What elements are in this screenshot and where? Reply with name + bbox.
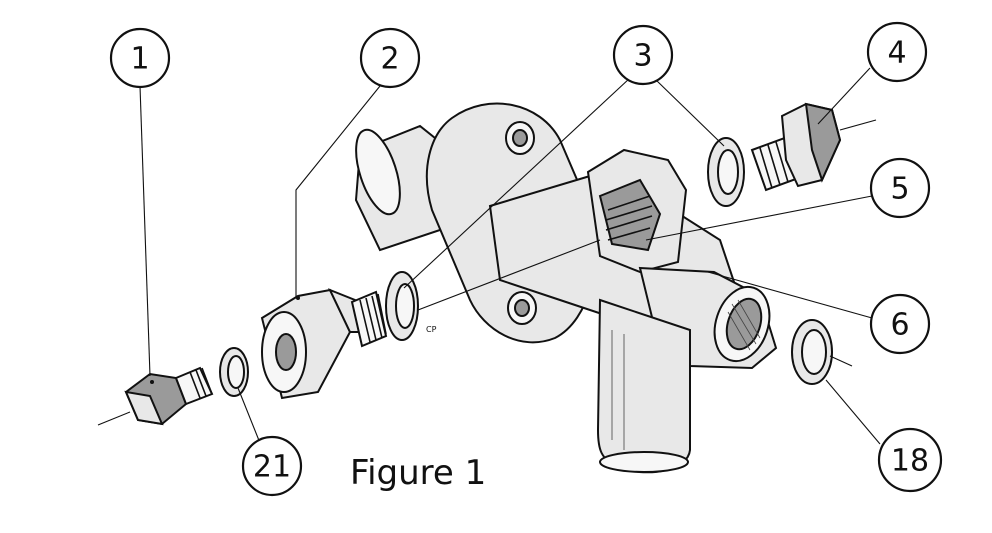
part-21-washer xyxy=(219,347,249,397)
leader-lines xyxy=(139,67,881,449)
part-3-washer-left: CP xyxy=(385,271,437,341)
svg-text:21: 21 xyxy=(253,450,291,485)
part-18-washer xyxy=(791,319,853,385)
svg-text:3: 3 xyxy=(633,39,652,74)
callout-5: 5 xyxy=(869,157,931,219)
svg-text:6: 6 xyxy=(890,308,909,343)
callout-3: 3 xyxy=(612,24,674,86)
callout-2: 2 xyxy=(359,27,421,89)
part-1-hex-bolt xyxy=(97,366,214,426)
figure-caption: Figure 1 xyxy=(350,453,486,493)
svg-text:4: 4 xyxy=(887,36,906,71)
svg-text:18: 18 xyxy=(891,444,929,479)
part-3-washer-right xyxy=(707,137,745,207)
callout-21: 21 xyxy=(241,435,303,497)
cp-mark: CP xyxy=(426,325,437,334)
part-4-threaded-plug xyxy=(750,102,877,192)
svg-text:1: 1 xyxy=(130,42,149,77)
svg-text:5: 5 xyxy=(890,172,909,207)
callout-4: 4 xyxy=(866,21,928,83)
part-main-body xyxy=(354,102,778,474)
svg-text:2: 2 xyxy=(380,42,399,77)
callout-18: 18 xyxy=(877,427,943,493)
callout-1: 1 xyxy=(109,27,171,89)
callout-6: 6 xyxy=(869,293,931,355)
part-2-union-nut xyxy=(260,288,388,400)
